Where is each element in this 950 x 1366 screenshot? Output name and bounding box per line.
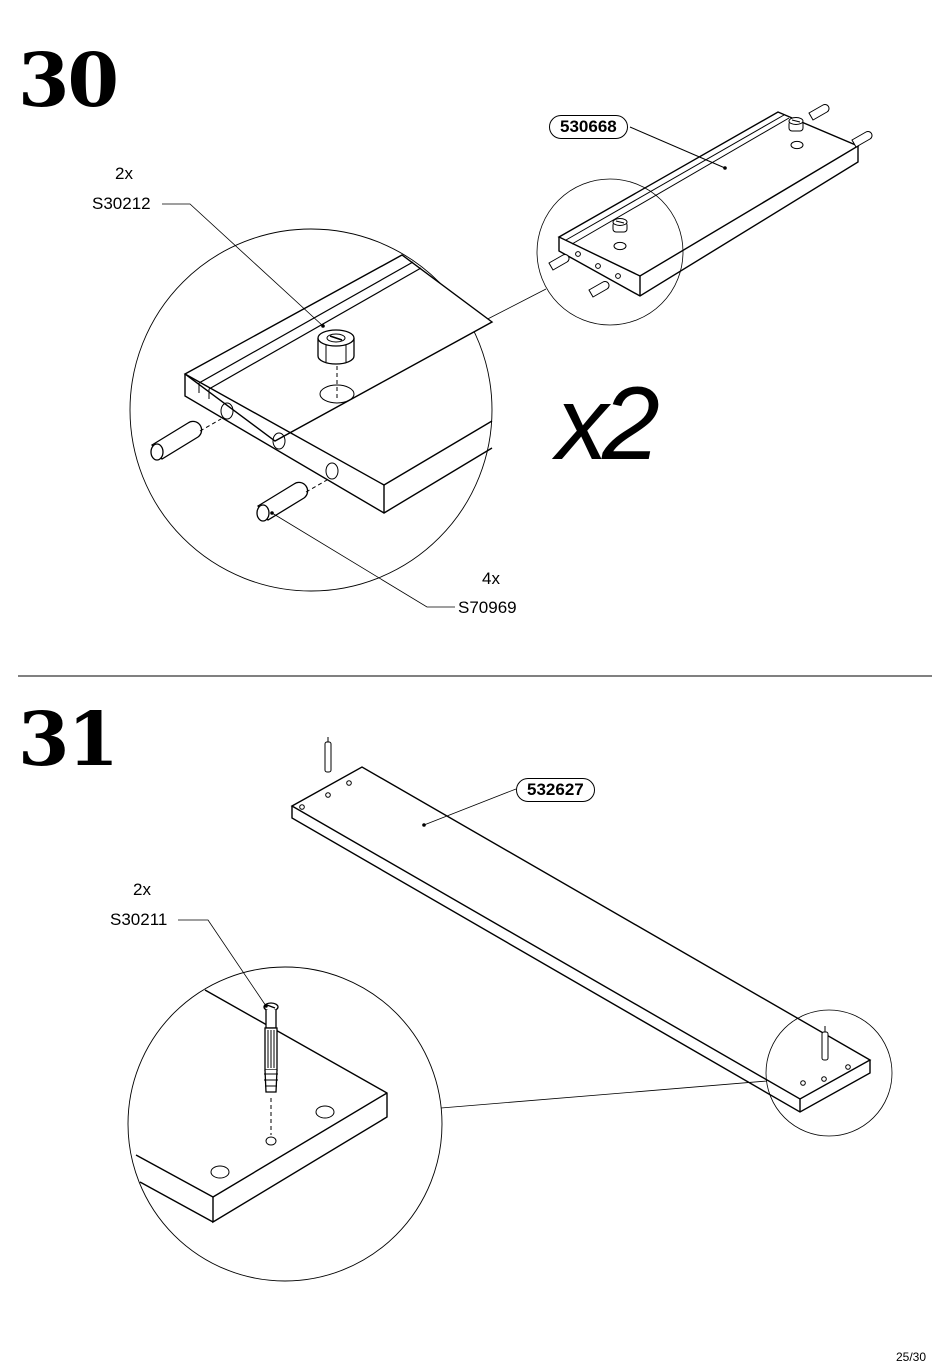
dowel-icon: [151, 421, 202, 460]
dowel-icon: [589, 281, 609, 297]
step-number: 31: [18, 703, 117, 777]
dowel-quantity: 4x: [482, 570, 500, 587]
cam-lock-icon: [613, 219, 627, 233]
dowel-icon: [549, 254, 569, 270]
panel-edge-detail: [185, 255, 492, 513]
connector-bolt-icon: [325, 737, 331, 772]
part-label-panel: 532627: [516, 778, 595, 802]
dowel-icon: [257, 482, 308, 521]
page-number: 25/30: [896, 1350, 926, 1364]
connector-bolt-icon: [822, 1026, 828, 1060]
dowel-part-code: S70969: [458, 599, 517, 616]
cam-quantity: 2x: [115, 165, 133, 182]
bolt-quantity: 2x: [133, 881, 151, 898]
detail-circle-large: [128, 967, 442, 1281]
cam-part-code: S30212: [92, 195, 151, 212]
part-label-panel: 530668: [549, 115, 628, 139]
panel-532627: [292, 767, 870, 1112]
cam-lock-icon: [318, 330, 354, 364]
dowel-icon: [809, 104, 829, 120]
bolt-part-code: S30211: [110, 911, 167, 928]
dowel-icon: [852, 131, 872, 147]
cam-lock-icon: [789, 118, 803, 132]
step-number: 30: [18, 44, 117, 118]
multiplier: x2: [556, 372, 654, 476]
panel-corner-detail: [136, 990, 387, 1222]
connector-bolt-icon: [264, 1003, 278, 1092]
